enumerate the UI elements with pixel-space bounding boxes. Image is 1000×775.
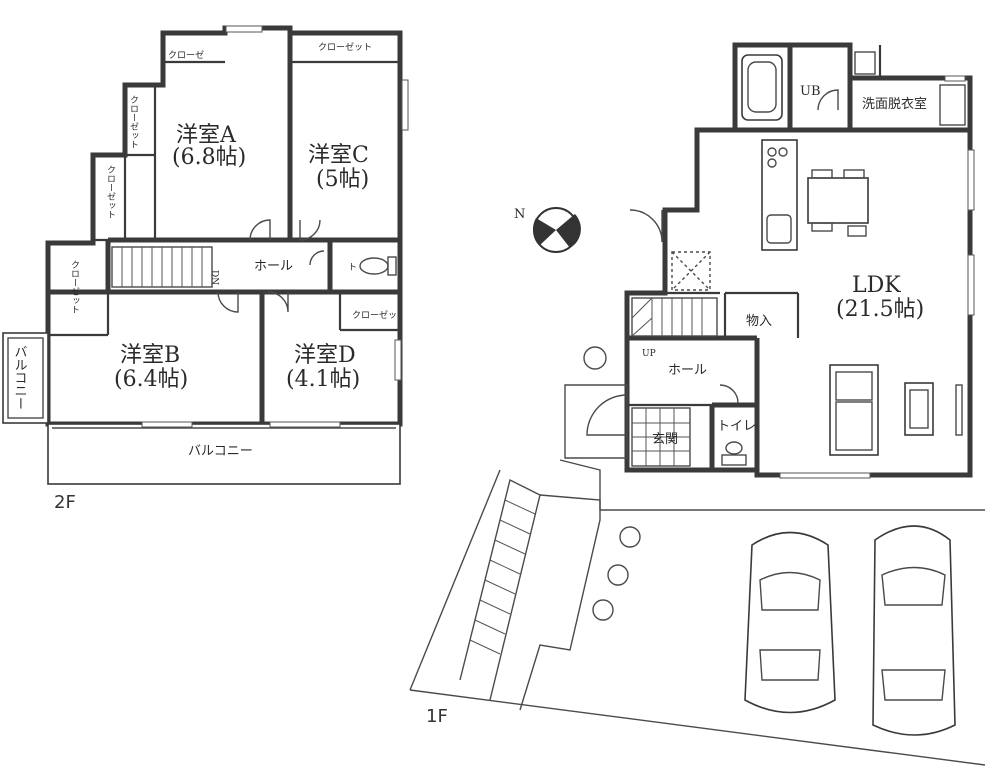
floor-2-plan: 洋室A (6.8帖) 洋室C (5帖) 洋室B (6.4帖) 洋室D (4.1帖… [2, 25, 409, 513]
stair-up-label: UP [642, 349, 656, 359]
shrub-icons [583, 346, 641, 621]
room-c-name: 洋室C [308, 143, 369, 168]
room-a-name: 洋室A [176, 123, 237, 148]
room-d-name: 洋室D [294, 343, 356, 368]
entrance-tiles [631, 407, 691, 467]
room-b-size: (6.4帖) [114, 367, 188, 392]
ldk-name: LDK [852, 273, 901, 298]
floor-1-plan: LDK (21.5帖) UB 洗面脱衣室 物入 ホール 玄関 トイレ UP [409, 42, 986, 766]
north-compass-icon: N [514, 207, 581, 253]
car-icon-left [744, 531, 836, 714]
closet-d-top-label: クローゼッ [352, 309, 397, 321]
floor-1-label: 1F [426, 706, 448, 727]
room-c-size: (5帖) [316, 167, 369, 192]
closet-c-top-label: クローゼット [318, 41, 372, 53]
closet-a-top-label: クローゼ [168, 49, 204, 61]
compass-north-label: N [514, 207, 525, 222]
bath-label: UB [800, 84, 821, 99]
car-icon-right [872, 525, 956, 736]
stairs-2f [111, 246, 213, 288]
closet-a-left-label: クローゼット [128, 95, 139, 149]
floor-2-label: 2F [54, 492, 76, 513]
washroom-label: 洗面脱衣室 [862, 96, 927, 112]
ldk-size: (21.5帖) [836, 297, 924, 322]
closet-a-lower-label: クローゼット [105, 165, 116, 219]
stairs-1f [631, 297, 718, 337]
stair-dn-label: DN [209, 270, 219, 285]
toilet-2f-label: ト [348, 263, 357, 273]
exterior-stairs [459, 478, 601, 711]
room-d-size: (4.1帖) [286, 367, 360, 392]
toilet-1f-label: トイレ [717, 419, 756, 434]
balcony-south-label: バルコニー [188, 444, 253, 459]
hall-2f-label: ホール [254, 259, 293, 274]
room-a-size: (6.8帖) [172, 145, 246, 170]
storage-label: 物入 [746, 314, 772, 329]
closet-b-left-label: クローゼット [69, 260, 80, 314]
room-b-name: 洋室B [120, 343, 180, 368]
hall-1f-label: ホール [668, 363, 707, 378]
entrance-label: 玄関 [652, 432, 678, 447]
balcony-west-label: バルコニー [12, 345, 28, 410]
